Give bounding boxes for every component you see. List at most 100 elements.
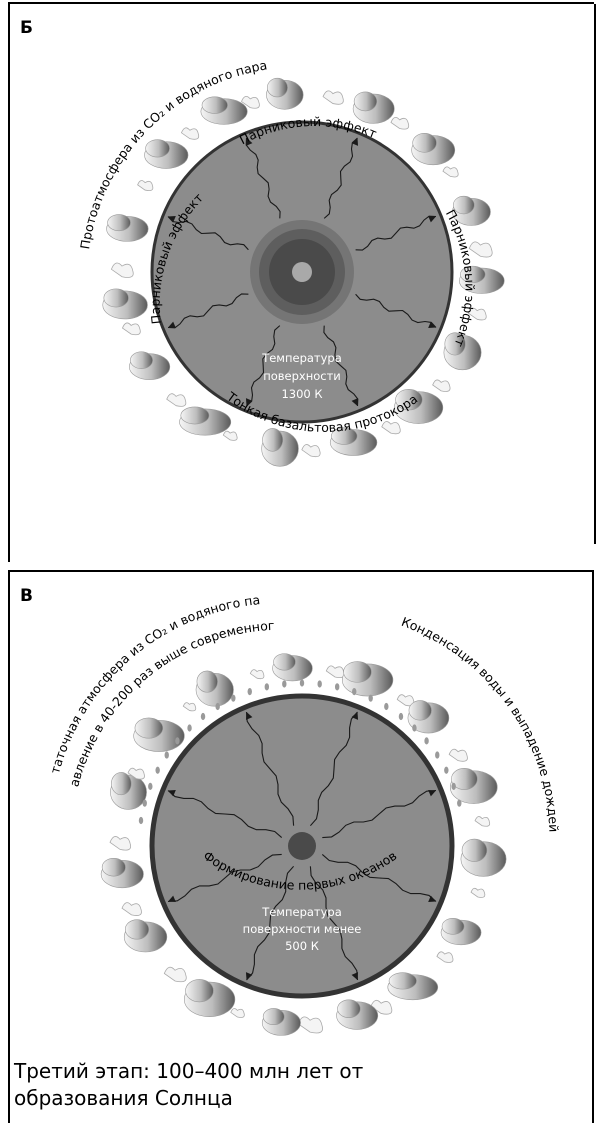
rain-drop: [352, 687, 357, 696]
cloud: [448, 748, 468, 762]
heat-arrow: [245, 865, 295, 981]
cloud: [458, 265, 505, 294]
rain-drop: [215, 702, 220, 711]
temperature-value: 500 К: [285, 939, 319, 953]
cloud: [261, 428, 299, 467]
cloud: [460, 838, 507, 877]
cloud: [329, 427, 378, 456]
panel-letter-b: Б: [20, 18, 33, 38]
cloud: [370, 999, 393, 1015]
cloud: [442, 166, 459, 178]
inner-core: [292, 262, 312, 282]
cloud: [144, 139, 189, 169]
rain-drop: [435, 751, 440, 759]
cloud: [449, 767, 498, 804]
cloud: [106, 214, 149, 242]
cloud: [183, 979, 236, 1017]
cloud: [249, 669, 265, 680]
temperature-value: 1300 К: [281, 387, 322, 401]
panel-letter-v: В: [20, 586, 33, 606]
cloud: [301, 444, 321, 458]
cloud: [180, 127, 200, 140]
heat-arrow: [323, 137, 359, 219]
cloud-ring: [102, 77, 505, 467]
heat-arrow: [355, 215, 437, 251]
cloud: [443, 332, 482, 371]
cloud: [100, 857, 144, 889]
cloud: [121, 902, 142, 916]
heat-arrow: [245, 137, 281, 219]
heat-arrow: [167, 293, 249, 329]
cloud: [407, 700, 450, 734]
heat-arrow: [321, 853, 437, 903]
rain-drop: [457, 799, 462, 807]
rain-drop: [412, 724, 417, 732]
heat-arrow: [309, 866, 359, 981]
cloud: [241, 96, 260, 109]
cloud: [387, 972, 439, 1001]
cloud: [129, 351, 171, 381]
cloud: [261, 1008, 301, 1036]
cooling-earth-diagram: Остаточная атмосфера из CO₂ и водяного п…: [10, 572, 561, 1036]
temperature-line-1: Температура: [261, 351, 342, 365]
rain-drop: [187, 724, 192, 732]
stage-caption-line-1: Третий этап: 100–400 млн лет от: [14, 1059, 364, 1083]
rain-drop: [231, 694, 236, 702]
cloud: [266, 77, 304, 110]
cloud: [381, 421, 401, 435]
heat-arrow: [322, 789, 437, 839]
rain-drop: [282, 680, 287, 688]
cloud: [474, 816, 491, 827]
stage-caption-line-2: образования Солнца: [14, 1086, 233, 1110]
cloud: [467, 307, 487, 321]
early-earth-diagram: Протоатмосфера из CO₂ и водяного пара Па…: [77, 57, 505, 467]
rain-drop: [148, 782, 153, 790]
cloud: [432, 379, 451, 392]
cloud-ring: [100, 653, 507, 1036]
cloud: [109, 836, 131, 851]
cloud: [102, 288, 148, 320]
heat-flow-arrows: [167, 711, 437, 981]
rain-drop: [384, 702, 389, 711]
cloud: [440, 918, 482, 946]
cloud: [182, 702, 197, 712]
cloud: [352, 91, 395, 124]
rain-drop: [247, 687, 252, 696]
cloud: [163, 966, 187, 983]
cloud: [436, 951, 454, 963]
rain-drop: [142, 799, 147, 807]
cloud: [452, 195, 491, 226]
cloud: [222, 430, 238, 441]
cloud: [336, 999, 379, 1030]
cloud: [394, 388, 444, 424]
rain-drops: [138, 679, 462, 825]
cloud: [121, 322, 141, 336]
cloud: [179, 406, 232, 436]
cloud: [123, 919, 168, 953]
cloud: [411, 133, 456, 166]
cloud: [195, 670, 234, 707]
heat-arrow: [355, 293, 437, 329]
panel-v: В Остаточная атмосфера из CO₂ и водяного…: [8, 570, 594, 1123]
heat-arrow: [167, 789, 283, 839]
temperature-line-2: поверхности менее: [243, 922, 362, 936]
cloud: [127, 767, 145, 780]
heat-arrow: [323, 325, 359, 407]
cloud: [230, 1008, 245, 1018]
cloud: [341, 661, 394, 697]
cloud: [110, 772, 147, 810]
heat-flow-arrows: [167, 137, 437, 407]
cloud: [297, 1016, 323, 1034]
panel-b: Б Протоатмосфера из CO₂ и водяного пара …: [8, 2, 596, 562]
rain-drop: [334, 683, 340, 691]
heat-arrow: [245, 325, 281, 407]
cloud: [390, 116, 410, 130]
rain-drop: [317, 680, 322, 688]
heat-arrow: [167, 853, 282, 903]
temperature-line-2: поверхности: [263, 369, 341, 383]
cloud: [325, 665, 345, 679]
cloud: [200, 96, 248, 125]
cloud: [468, 241, 493, 258]
heat-arrow: [309, 711, 359, 827]
rain-drop: [138, 816, 144, 825]
